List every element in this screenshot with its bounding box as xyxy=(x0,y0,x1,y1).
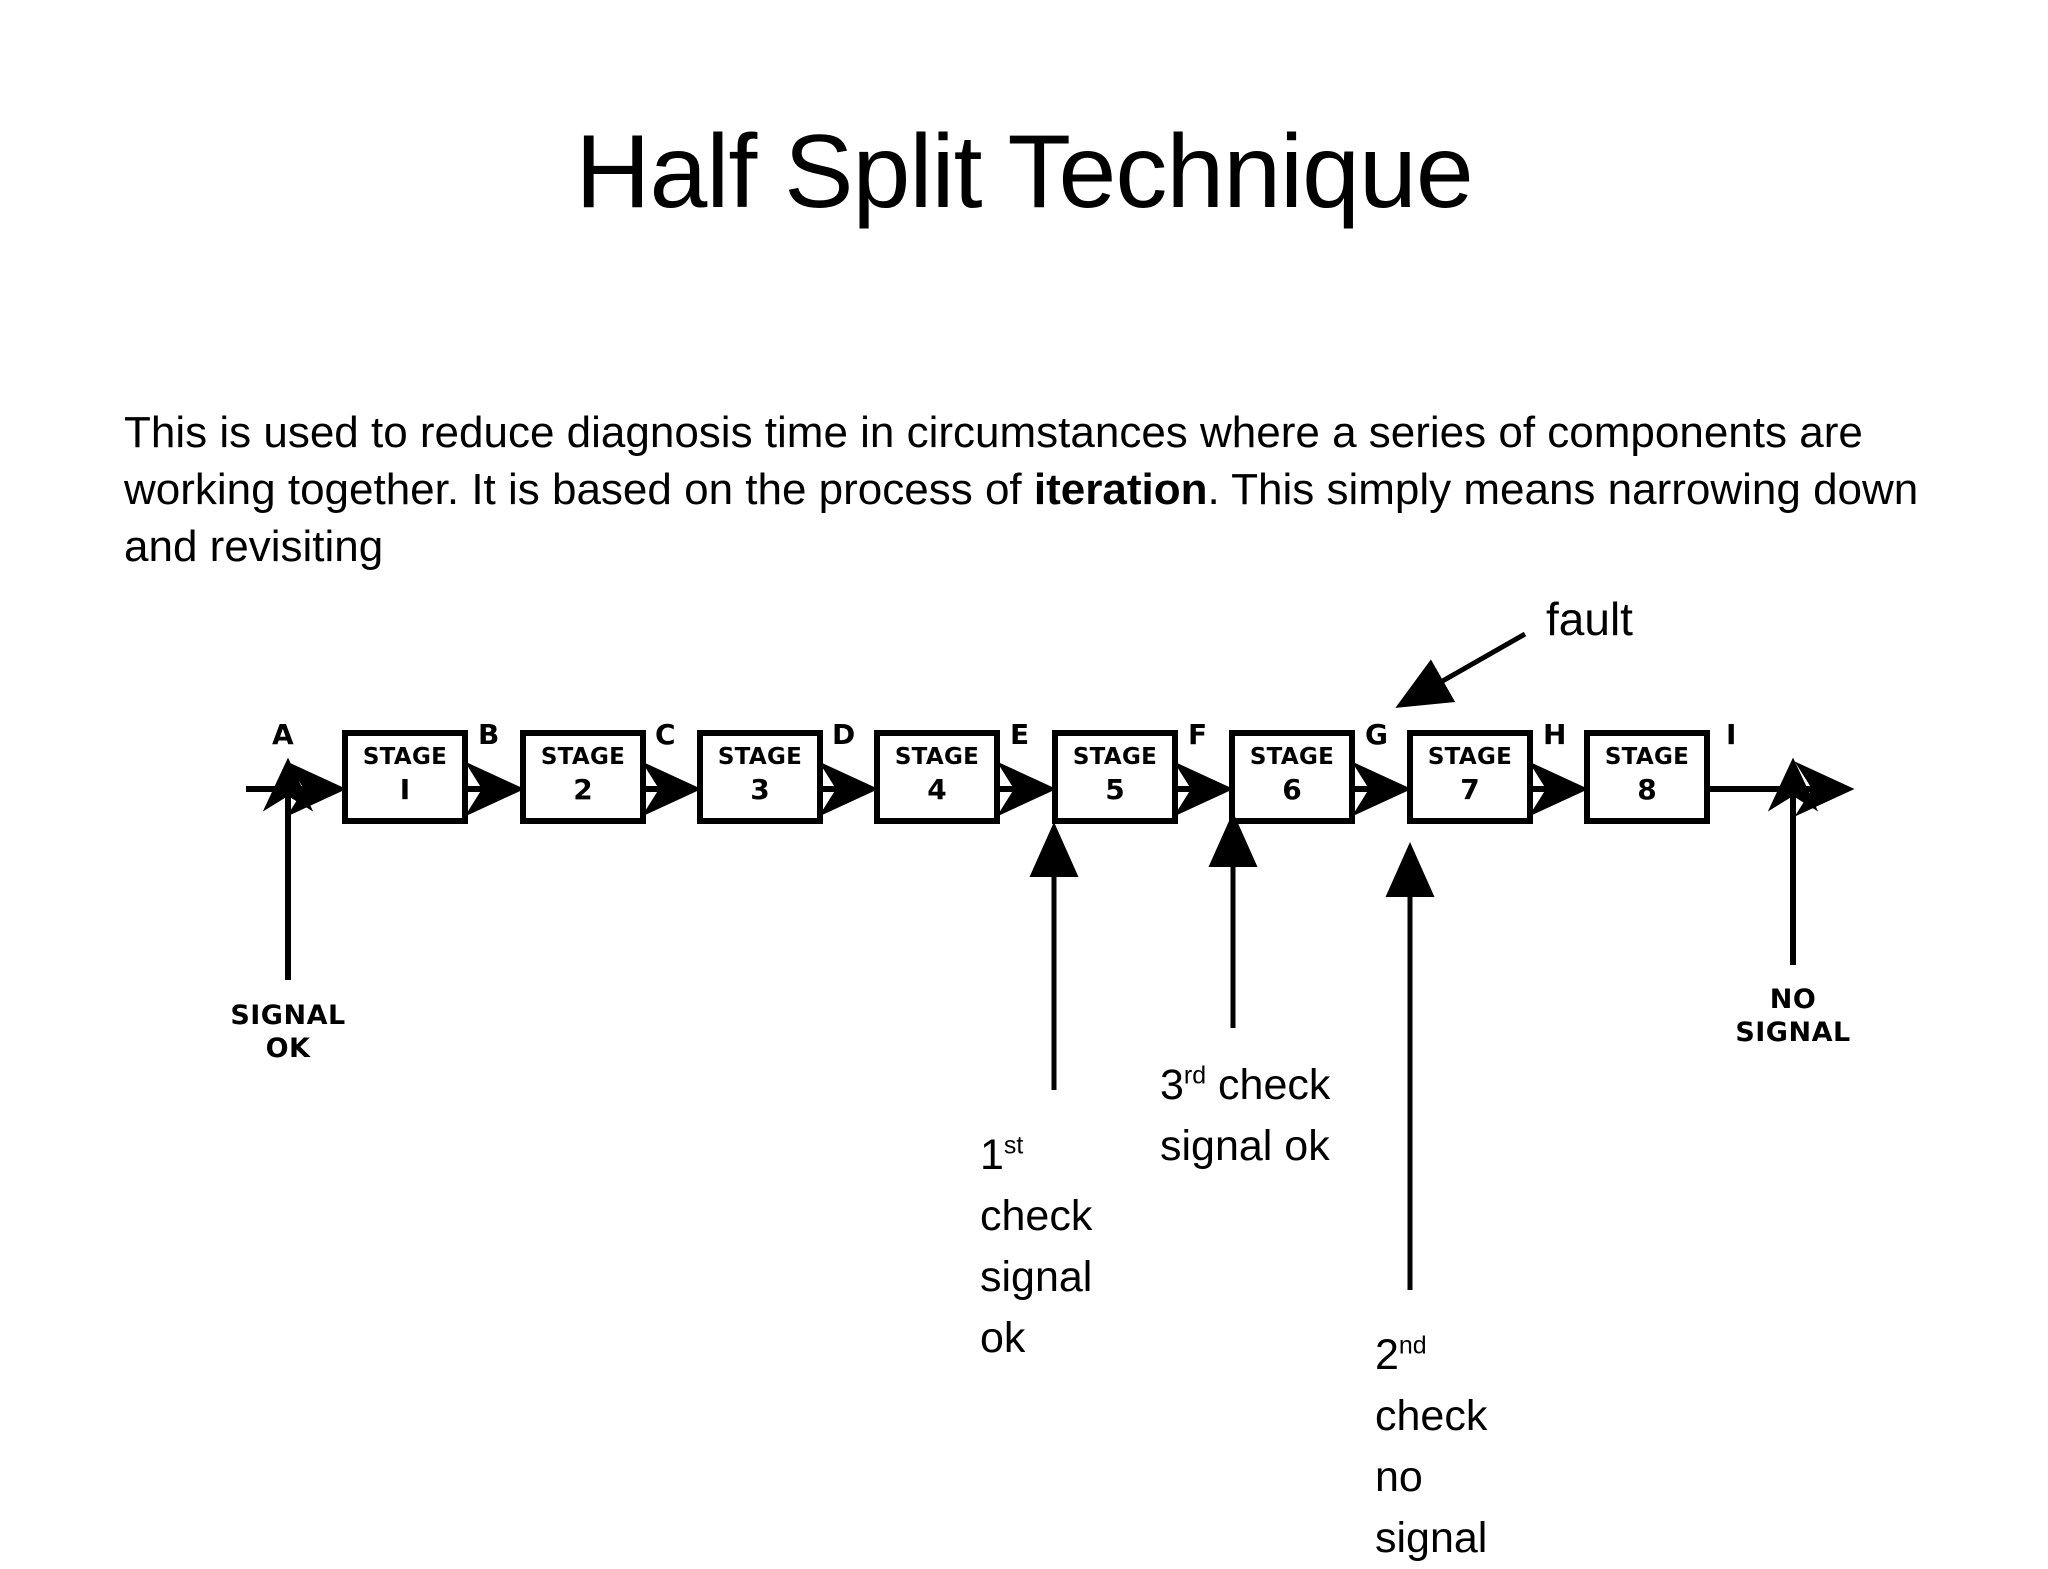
junction-label-B: B xyxy=(478,718,500,751)
signal-ok-line1: SIGNAL xyxy=(230,1000,346,1031)
annotation-2nd-line4: signal xyxy=(1375,1514,1488,1563)
fault-arrow-line xyxy=(1395,631,1527,708)
no-signal-line2: SIGNAL xyxy=(1735,1016,1851,1048)
annotation-1st-line3: signal xyxy=(980,1253,1093,1302)
annotation-1st-line2: check xyxy=(980,1192,1093,1241)
annotation-2nd-check: 2nd check no signal xyxy=(1375,1325,1575,1569)
junction-label-E: E xyxy=(1010,718,1030,751)
stage-box-5 xyxy=(1052,730,1178,824)
annotation-2nd-line3: no xyxy=(1375,1453,1423,1502)
body-text-part1: This is used to reduce diagnosis time in… xyxy=(124,408,1863,515)
junction-label-D: D xyxy=(832,718,856,751)
body-paragraph: This is used to reduce diagnosis time in… xyxy=(124,404,1944,576)
annotation-2nd-suffix: nd xyxy=(1398,1331,1427,1360)
junction-label-A: A xyxy=(272,718,294,751)
annotation-2nd-ordinal: 2 xyxy=(1375,1331,1399,1379)
annotation-1st-suffix: st xyxy=(1003,1131,1024,1160)
annotation-3rd-line1-rest: check xyxy=(1206,1061,1331,1109)
body-text-part2: . This simply means narrowing down and r… xyxy=(124,465,1919,572)
fault-label: fault xyxy=(1546,593,1633,645)
stage-box-3 xyxy=(697,730,823,824)
no-signal-line1: NO xyxy=(1769,984,1817,1015)
stage-boxes xyxy=(342,730,1710,824)
annotation-1st-line4: ok xyxy=(980,1314,1026,1363)
junction-label-F: F xyxy=(1188,718,1208,751)
no-signal-caption: NO SIGNAL xyxy=(1693,984,1893,1050)
annotation-3rd-line2: signal ok xyxy=(1160,1122,1330,1171)
annotation-3rd-check: 3rd check signal ok xyxy=(1160,1055,1490,1177)
check-probe-arrows xyxy=(1029,812,1435,1290)
stage-box-2 xyxy=(520,730,646,824)
junction-label-G: G xyxy=(1365,718,1388,751)
stage-box-6 xyxy=(1229,730,1355,824)
annotation-3rd-ordinal: 3 xyxy=(1160,1061,1184,1109)
stage-box-8 xyxy=(1584,730,1710,824)
probe-arrows xyxy=(262,757,1819,980)
junction-label-I: I xyxy=(1726,718,1737,751)
stage-box-7 xyxy=(1407,730,1533,824)
annotation-1st-ordinal: 1 xyxy=(980,1131,1004,1179)
annotation-1st-check: 1st check signal ok xyxy=(980,1125,1160,1369)
annotation-3rd-suffix: rd xyxy=(1183,1061,1207,1090)
half-split-diagram: STAGE I STAGE 2 STAGE 3 STAGE 4 STAGE 5 … xyxy=(0,560,2048,1562)
body-text-emphasis: iteration xyxy=(1033,465,1208,515)
signal-ok-line2: OK xyxy=(265,1032,311,1064)
fault-pointer xyxy=(1395,631,1527,708)
junction-label-C: C xyxy=(655,718,676,751)
junction-label-H: H xyxy=(1543,718,1567,751)
stage-box-4 xyxy=(874,730,1000,824)
page-title: Half Split Technique xyxy=(575,114,1473,230)
stage-box-1 xyxy=(342,730,468,824)
annotation-2nd-line2: check xyxy=(1375,1392,1488,1441)
diagram-graphics xyxy=(246,631,1855,1290)
signal-ok-caption: SIGNAL OK xyxy=(188,1000,388,1066)
